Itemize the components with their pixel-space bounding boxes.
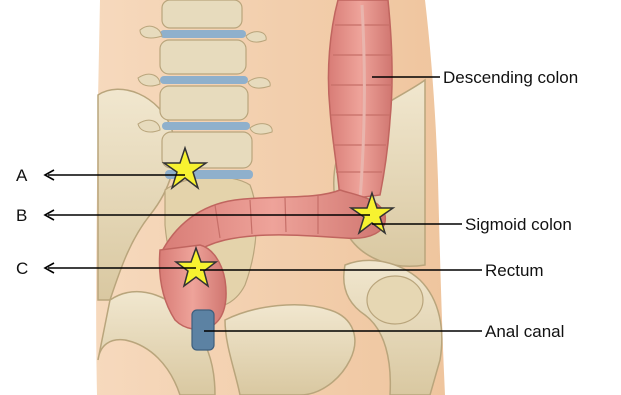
anal-canal (192, 310, 214, 350)
label-descending-colon: Descending colon (443, 68, 578, 87)
marker-label-b: B (16, 206, 27, 225)
label-sigmoid-colon: Sigmoid colon (465, 215, 572, 234)
label-anal-canal: Anal canal (485, 322, 564, 341)
descending-colon (328, 0, 392, 200)
marker-label-a: A (16, 166, 28, 185)
marker-label-c: C (16, 259, 28, 278)
label-rectum: Rectum (485, 261, 544, 280)
